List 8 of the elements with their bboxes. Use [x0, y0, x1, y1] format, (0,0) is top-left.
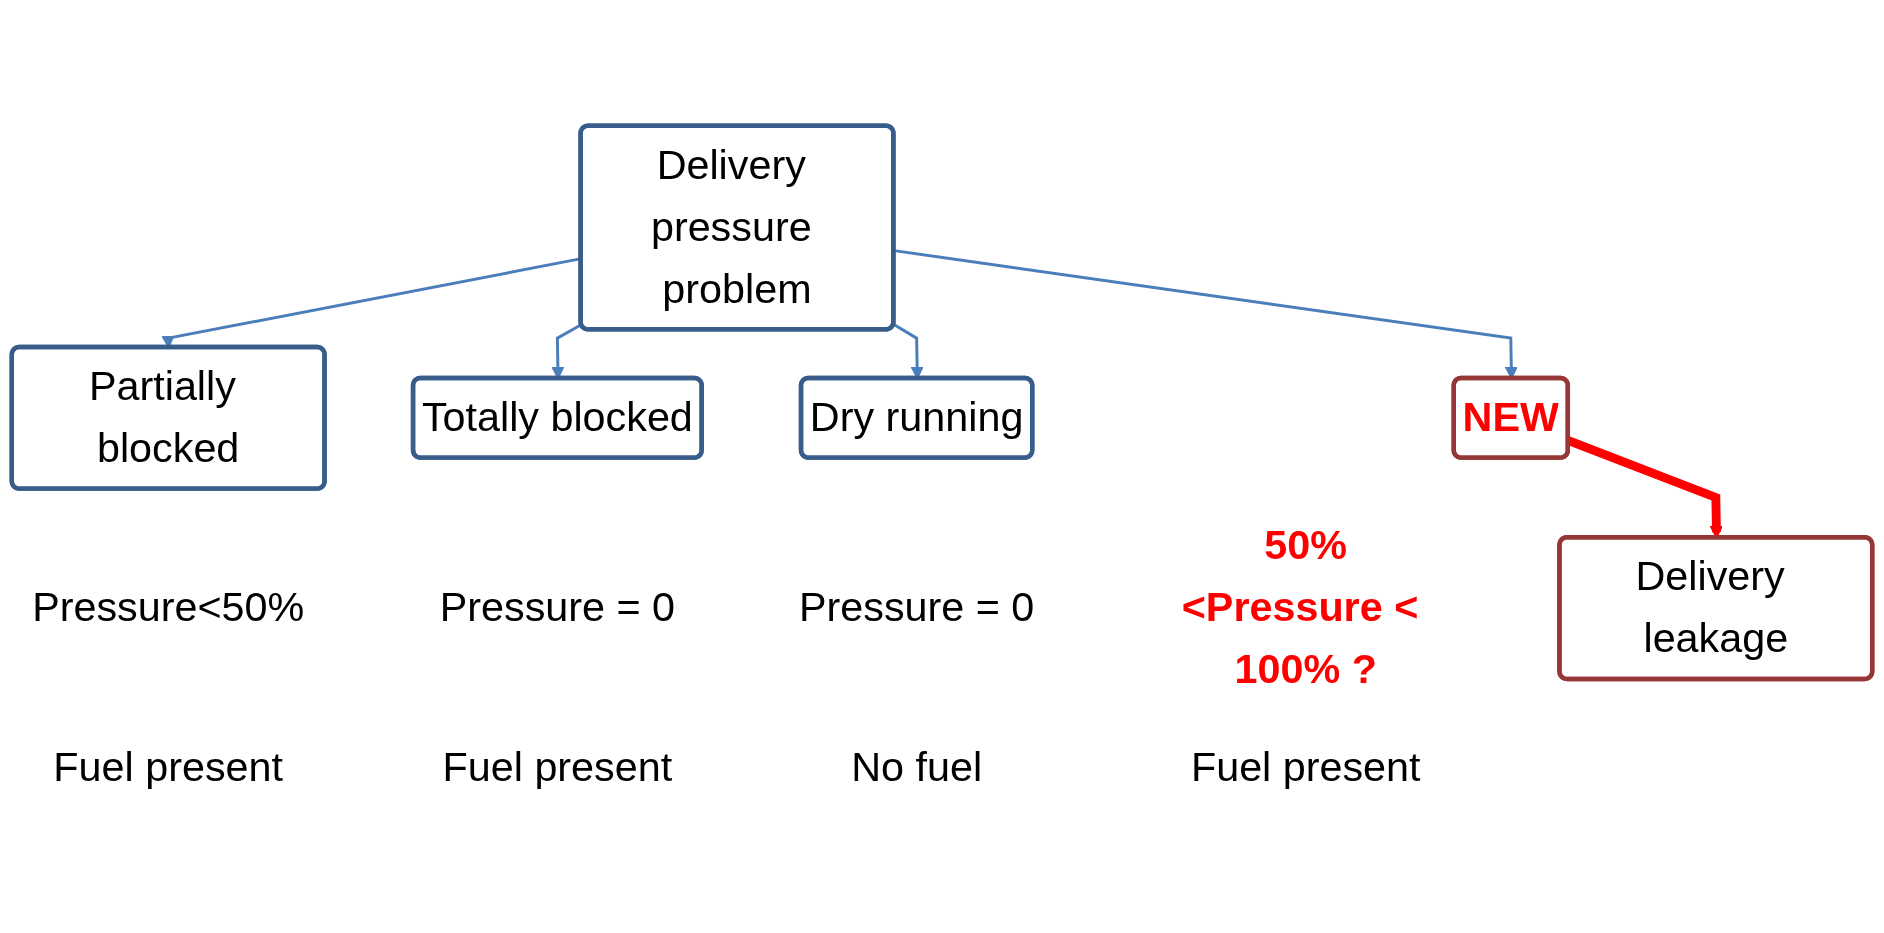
node-label: 50%<Pressure < 100% ? — [1181, 522, 1419, 693]
node-label: Pressure = 0 — [798, 584, 1035, 631]
node-label: Fuel present — [442, 743, 673, 790]
node-label: No fuel — [851, 743, 983, 790]
node-label: Fuel present — [1190, 743, 1421, 790]
node-label: Fuel present — [53, 743, 283, 790]
node-label: Pressure = 0 — [439, 584, 676, 631]
node-label: Pressure<50% — [32, 584, 305, 631]
